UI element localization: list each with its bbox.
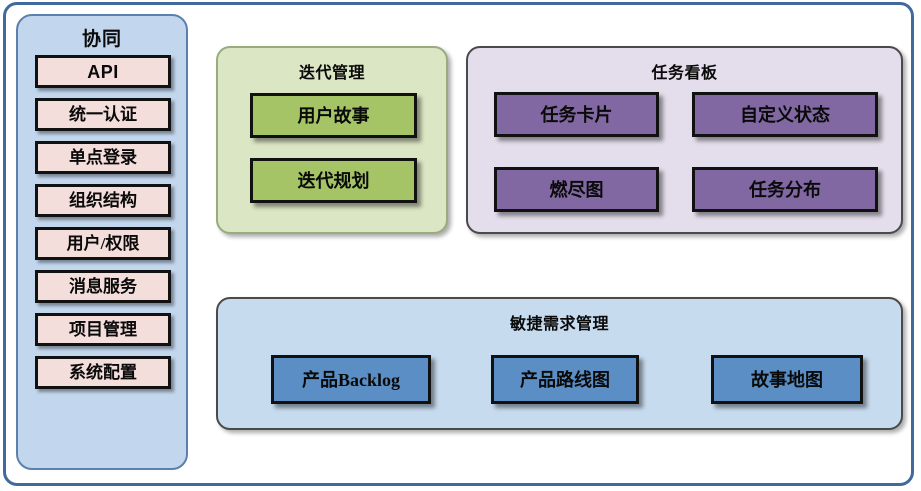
sidebar-collaboration-panel: 协同 API 统一认证 单点登录 组织结构 用户/权限 消息服务 项目管理 [16,14,188,470]
sidebar-item-label: 消息服务 [69,277,137,296]
node-product-backlog[interactable]: 产品Backlog [271,355,431,404]
sidebar-item-unified-auth[interactable]: 统一认证 [35,98,171,131]
node-label: 用户故事 [297,105,370,126]
sidebar-item-list: API 统一认证 单点登录 组织结构 用户/权限 消息服务 项目管理 系统配置 [35,55,173,399]
node-iteration-planning[interactable]: 迭代规划 [250,158,417,203]
panel-title-task-board: 任务看板 [651,65,718,82]
sidebar-item-label: 用户/权限 [66,234,140,253]
sidebar-item-label: 组织结构 [69,191,137,210]
node-label: 燃尽图 [549,179,604,200]
sidebar-item-project-management[interactable]: 项目管理 [35,313,171,346]
node-task-card[interactable]: 任务卡片 [494,92,659,137]
outer-frame-border [3,2,914,486]
sidebar-item-label: 单点登录 [69,148,137,167]
sidebar-item-message-service[interactable]: 消息服务 [35,270,171,303]
sidebar-item-single-sign-on[interactable]: 单点登录 [35,141,171,174]
panel-task-board: 任务看板 任务卡片 自定义状态 燃尽图 任务分布 [466,46,903,234]
sidebar-item-label: API [87,61,119,82]
sidebar-item-label: 系统配置 [69,363,137,382]
node-label: 任务卡片 [540,104,613,125]
node-label: 任务分布 [749,179,821,200]
node-label: 迭代规划 [297,170,370,191]
sidebar-item-user-permission[interactable]: 用户/权限 [35,227,171,260]
sidebar-title: 协同 [81,29,122,50]
panel-title-agile: 敏捷需求管理 [509,316,609,333]
node-task-distribution[interactable]: 任务分布 [692,167,878,212]
sidebar-item-api[interactable]: API [35,55,171,88]
node-label: 产品路线图 [520,369,610,390]
node-label: 自定义状态 [740,104,830,125]
sidebar-item-system-config[interactable]: 系统配置 [35,356,171,389]
node-custom-status[interactable]: 自定义状态 [692,92,878,137]
panel-iteration-management: 迭代管理 用户故事 迭代规划 [216,46,448,234]
node-product-roadmap[interactable]: 产品路线图 [491,355,639,404]
panel-title-iteration: 迭代管理 [298,65,365,82]
sidebar-item-org-structure[interactable]: 组织结构 [35,184,171,217]
node-story-map[interactable]: 故事地图 [711,355,863,404]
sidebar-item-label: 统一认证 [69,105,137,124]
sidebar-item-label: 项目管理 [69,320,137,339]
node-burndown-chart[interactable]: 燃尽图 [494,167,659,212]
node-label: 故事地图 [751,369,823,390]
node-label: 产品Backlog [301,369,400,390]
node-user-story[interactable]: 用户故事 [250,93,417,138]
panel-agile-requirement-management: 敏捷需求管理 产品Backlog 产品路线图 故事地图 [216,297,903,430]
